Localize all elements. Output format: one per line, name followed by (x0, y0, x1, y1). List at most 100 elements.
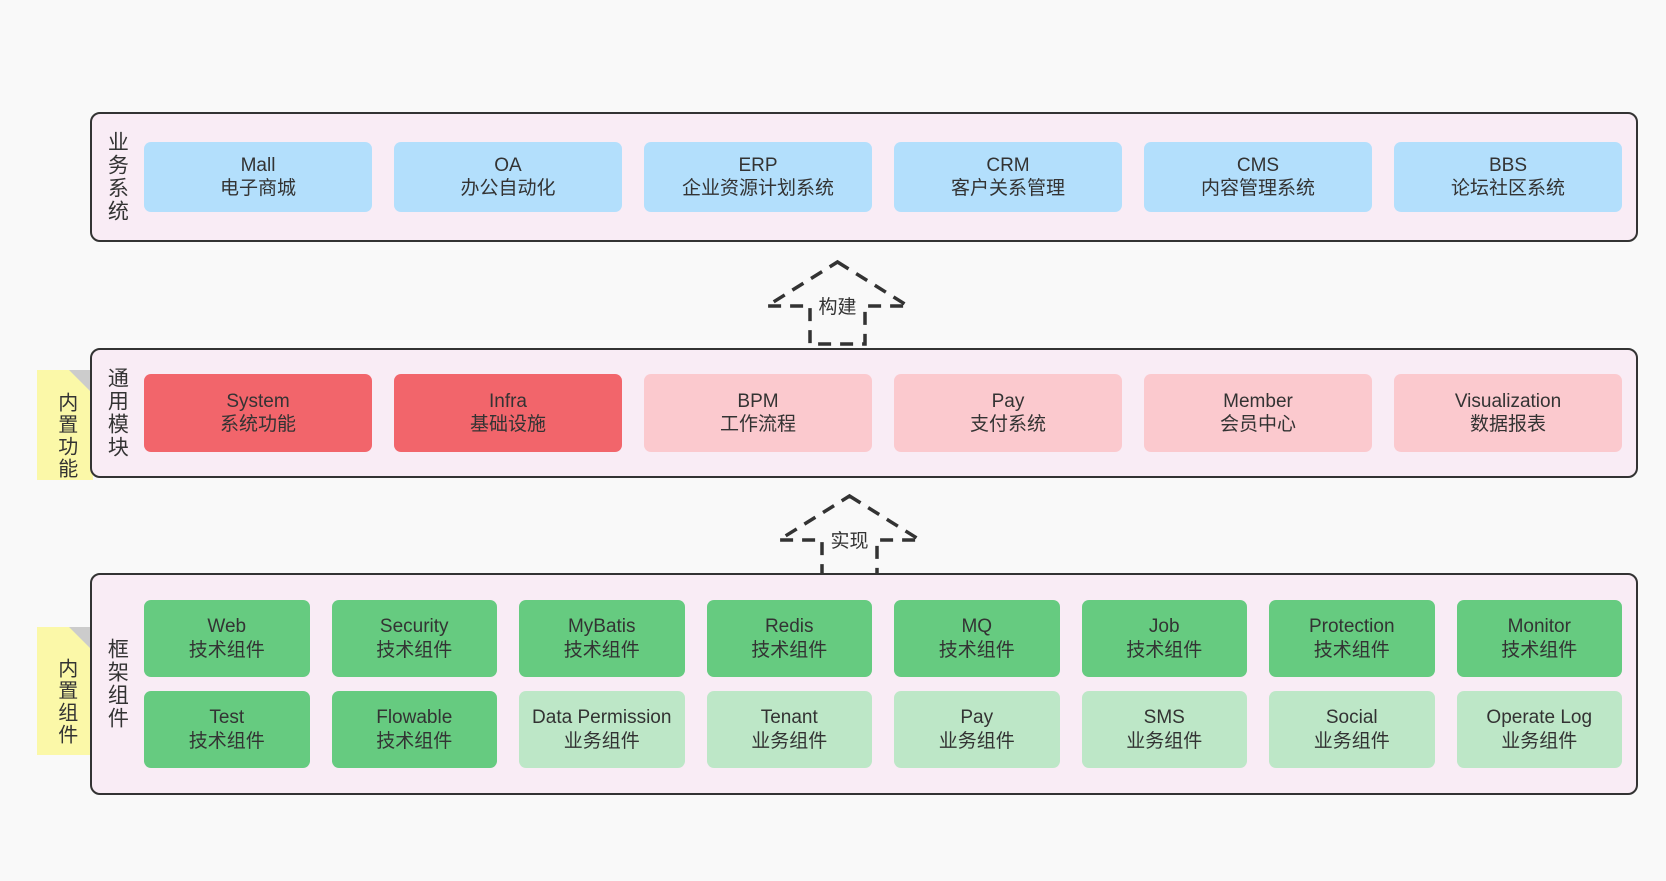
dashed-up-arrow-icon (760, 259, 915, 346)
connector-arrow-implement: 实现 (772, 490, 927, 582)
layer-body-business: Mall 电子商城 OA 办公自动化 ERP 企业资源计划系统 CRM 客户关系… (140, 114, 1636, 240)
framework-card-mybatis[interactable]: MyBatis 技术组件 (519, 600, 685, 677)
card-desc: 系统功能 (219, 414, 296, 435)
card-name: Mall (240, 154, 276, 176)
card-name: Test (209, 707, 245, 729)
card-desc: 技术组件 (188, 730, 265, 752)
card-name: Operate Log (1486, 707, 1593, 729)
card-desc: 内容管理系统 (1200, 178, 1315, 199)
card-desc: 业务组件 (938, 730, 1015, 752)
card-desc: 技术组件 (938, 639, 1015, 661)
framework-card-operate-log[interactable]: Operate Log 业务组件 (1456, 691, 1622, 768)
card-name: Job (1148, 616, 1180, 638)
layer-business-systems: 业务系统 Mall 电子商城 OA 办公自动化 ERP 企业资源计划系统 CRM… (90, 112, 1638, 242)
card-name: Security (379, 616, 449, 638)
module-card-member[interactable]: Member 会员中心 (1144, 374, 1372, 452)
card-desc: 业务组件 (1313, 730, 1390, 752)
card-desc: 技术组件 (1501, 639, 1578, 661)
framework-card-social[interactable]: Social 业务组件 (1269, 691, 1435, 768)
layer-title-framework: 框架组件 (105, 638, 129, 730)
business-card-crm[interactable]: CRM 客户关系管理 (894, 142, 1122, 212)
framework-card-mq[interactable]: MQ 技术组件 (894, 600, 1060, 677)
dashed-up-arrow-icon (772, 493, 927, 580)
framework-row-1: Web 技术组件 Security 技术组件 MyBatis 技术组件 Redi… (144, 600, 1622, 677)
business-card-mall[interactable]: Mall 电子商城 (144, 142, 372, 212)
card-desc: 技术组件 (751, 639, 828, 661)
business-card-bbs[interactable]: BBS 论坛社区系统 (1394, 142, 1622, 212)
card-name: Monitor (1507, 616, 1571, 638)
card-name: BPM (737, 390, 779, 412)
layer-body-framework: Web 技术组件 Security 技术组件 MyBatis 技术组件 Redi… (140, 575, 1636, 793)
card-desc: 论坛社区系统 (1450, 178, 1565, 199)
card-desc: 企业资源计划系统 (681, 178, 834, 199)
module-card-pay[interactable]: Pay 支付系统 (894, 374, 1122, 452)
framework-card-job[interactable]: Job 技术组件 (1081, 600, 1247, 677)
card-desc: 技术组件 (376, 730, 453, 752)
layer-framework-components: 框架组件 Web 技术组件 Security 技术组件 MyBatis 技术组件… (90, 573, 1638, 795)
card-desc: 业务组件 (563, 730, 640, 752)
framework-card-test[interactable]: Test 技术组件 (144, 691, 310, 768)
framework-card-data-permission[interactable]: Data Permission 业务组件 (519, 691, 685, 768)
card-name: SMS (1143, 707, 1185, 729)
card-desc: 支付系统 (969, 414, 1046, 435)
business-row: Mall 电子商城 OA 办公自动化 ERP 企业资源计划系统 CRM 客户关系… (144, 142, 1622, 212)
card-desc: 办公自动化 (460, 178, 556, 199)
card-name: BBS (1488, 154, 1528, 176)
business-card-cms[interactable]: CMS 内容管理系统 (1144, 142, 1372, 212)
card-desc: 客户关系管理 (950, 178, 1065, 199)
module-card-infra[interactable]: Infra 基础设施 (394, 374, 622, 452)
business-card-oa[interactable]: OA 办公自动化 (394, 142, 622, 212)
sticky-note-builtin-features: 内置功能 (37, 370, 93, 480)
card-desc: 技术组件 (188, 639, 265, 661)
card-desc: 技术组件 (563, 639, 640, 661)
layer-title-modules: 通用模块 (105, 367, 129, 459)
card-name: Pay (991, 390, 1025, 412)
framework-card-redis[interactable]: Redis 技术组件 (706, 600, 872, 677)
card-name: System (226, 390, 290, 412)
card-name: Infra (488, 390, 528, 412)
framework-card-sms[interactable]: SMS 业务组件 (1081, 691, 1247, 768)
sticky-label: 内置组件 (54, 658, 77, 746)
sticky-note-builtin-components: 内置组件 (37, 627, 93, 755)
layer-title-business: 业务系统 (105, 131, 129, 223)
module-card-system[interactable]: System 系统功能 (144, 374, 372, 452)
framework-card-tenant[interactable]: Tenant 业务组件 (706, 691, 872, 768)
sticky-label: 内置功能 (54, 392, 77, 480)
card-desc: 技术组件 (1313, 639, 1390, 661)
card-name: Visualization (1454, 390, 1562, 412)
card-name: ERP (738, 154, 778, 176)
module-card-visualization[interactable]: Visualization 数据报表 (1394, 374, 1622, 452)
card-desc: 基础设施 (469, 414, 546, 435)
framework-card-monitor[interactable]: Monitor 技术组件 (1456, 600, 1622, 677)
card-desc: 工作流程 (719, 414, 796, 435)
card-desc: 业务组件 (751, 730, 828, 752)
framework-card-flowable[interactable]: Flowable 技术组件 (331, 691, 497, 768)
card-name: CRM (986, 154, 1030, 176)
card-desc: 业务组件 (1126, 730, 1203, 752)
card-name: Redis (764, 616, 814, 638)
card-name: Social (1325, 707, 1378, 729)
card-name: Web (207, 616, 247, 638)
card-desc: 技术组件 (376, 639, 453, 661)
framework-card-web[interactable]: Web 技术组件 (144, 600, 310, 677)
layer-common-modules: 通用模块 System 系统功能 Infra 基础设施 BPM 工作流程 Pay… (90, 348, 1638, 478)
module-card-bpm[interactable]: BPM 工作流程 (644, 374, 872, 452)
framework-card-protection[interactable]: Protection 技术组件 (1269, 600, 1435, 677)
framework-card-security[interactable]: Security 技术组件 (331, 600, 497, 677)
layer-body-modules: System 系统功能 Infra 基础设施 BPM 工作流程 Pay 支付系统… (140, 350, 1636, 476)
card-name: MyBatis (567, 616, 636, 638)
framework-row-2: Test 技术组件 Flowable 技术组件 Data Permission … (144, 691, 1622, 768)
card-name: Member (1223, 390, 1293, 412)
card-desc: 数据报表 (1469, 414, 1546, 435)
business-card-erp[interactable]: ERP 企业资源计划系统 (644, 142, 872, 212)
card-name: Flowable (376, 707, 453, 729)
card-desc: 会员中心 (1219, 414, 1296, 435)
card-desc: 技术组件 (1126, 639, 1203, 661)
card-name: Pay (960, 707, 994, 729)
modules-row: System 系统功能 Infra 基础设施 BPM 工作流程 Pay 支付系统… (144, 374, 1622, 452)
framework-card-pay[interactable]: Pay 业务组件 (894, 691, 1060, 768)
card-name: MQ (961, 616, 993, 638)
card-desc: 业务组件 (1501, 730, 1578, 752)
card-name: CMS (1236, 154, 1280, 176)
